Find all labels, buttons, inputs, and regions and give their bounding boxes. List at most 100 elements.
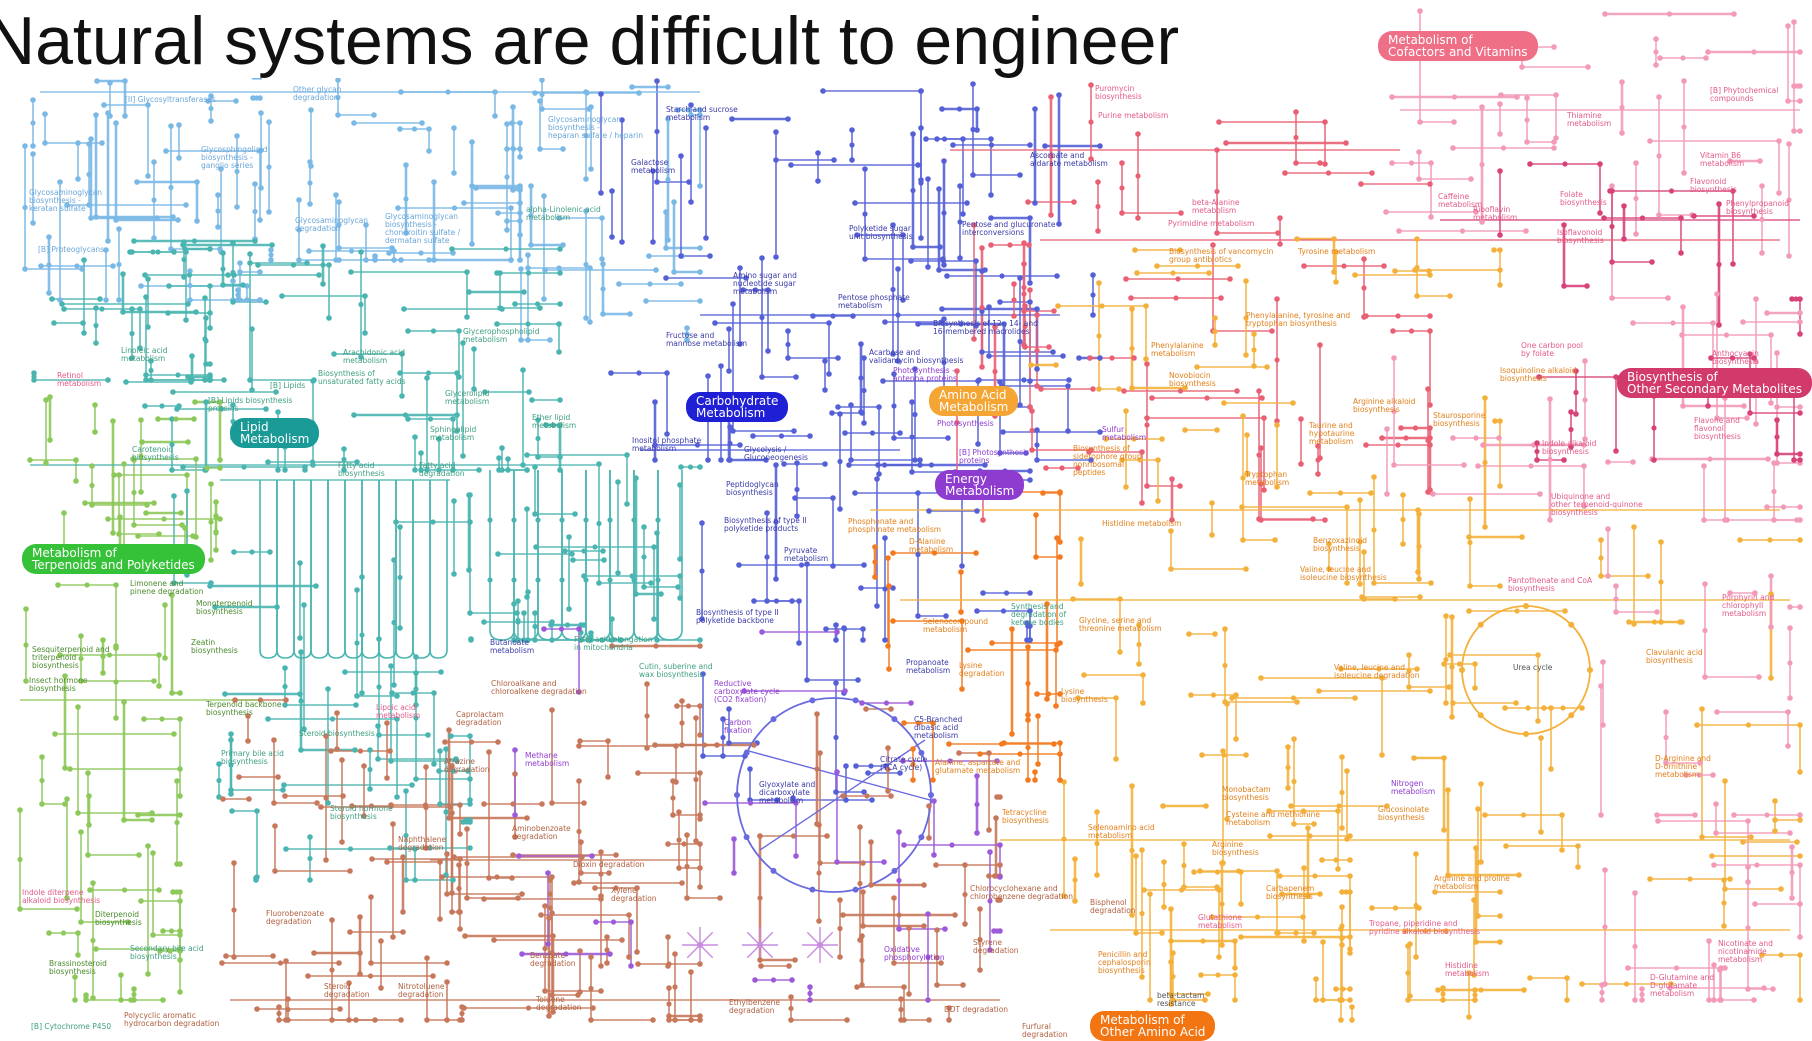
metabolite-node[interactable] xyxy=(1711,862,1717,868)
metabolite-node[interactable] xyxy=(269,242,275,248)
metabolite-node[interactable] xyxy=(654,179,660,185)
metabolite-node[interactable] xyxy=(1021,291,1027,297)
metabolite-node[interactable] xyxy=(940,258,947,264)
metabolite-node[interactable] xyxy=(1088,156,1094,162)
metabolite-node[interactable] xyxy=(1797,319,1803,325)
metabolite-node[interactable] xyxy=(1144,422,1150,428)
metabolite-node[interactable] xyxy=(412,877,418,883)
pathway-label[interactable]: D-Glutamine and D-glutamate metabolism xyxy=(1650,973,1715,998)
metabolite-node[interactable] xyxy=(223,953,229,959)
metabolite-node[interactable] xyxy=(1311,930,1317,936)
metabolite-node[interactable] xyxy=(525,337,531,343)
metabolite-node[interactable] xyxy=(143,294,149,300)
metabolite-node[interactable] xyxy=(1307,490,1313,496)
metabolite-node[interactable] xyxy=(1072,877,1078,883)
metabolite-node[interactable] xyxy=(316,272,322,278)
metabolite-node[interactable] xyxy=(237,260,243,266)
metabolite-node[interactable] xyxy=(581,548,587,554)
metabolite-node[interactable] xyxy=(599,637,605,643)
metabolite-node[interactable] xyxy=(348,248,355,254)
metabolite-node[interactable] xyxy=(925,954,931,960)
metabolite-node[interactable] xyxy=(298,649,304,655)
metabolite-node[interactable] xyxy=(974,508,980,514)
metabolite-node[interactable] xyxy=(528,242,534,248)
metabolite-node[interactable] xyxy=(192,399,198,405)
metabolite-node[interactable] xyxy=(862,211,868,217)
metabolite-node[interactable] xyxy=(394,716,400,722)
pathway-label[interactable]: Pentose phosphate metabolism xyxy=(838,293,910,310)
metabolite-node[interactable] xyxy=(1277,215,1283,221)
metabolite-node[interactable] xyxy=(1300,808,1307,814)
metabolite-node[interactable] xyxy=(915,321,921,327)
metabolite-node[interactable] xyxy=(369,856,375,862)
metabolite-node[interactable] xyxy=(1212,315,1218,321)
metabolite-node[interactable] xyxy=(549,992,555,998)
metabolite-node[interactable] xyxy=(1430,491,1436,497)
pathway-label[interactable]: Inositol phosphate metabolism xyxy=(632,436,702,453)
metabolite-node[interactable] xyxy=(1722,886,1728,892)
metabolite-node[interactable] xyxy=(1626,619,1632,625)
metabolite-node[interactable] xyxy=(1143,303,1149,309)
metabolite-node[interactable] xyxy=(216,761,222,767)
metabolite-node[interactable] xyxy=(122,113,128,119)
metabolite-node[interactable] xyxy=(1443,613,1449,619)
metabolite-node[interactable] xyxy=(1528,463,1534,469)
metabolite-node[interactable] xyxy=(846,462,852,468)
metabolite-node[interactable] xyxy=(1768,591,1774,597)
metabolite-node[interactable] xyxy=(837,458,843,465)
metabolite-node[interactable] xyxy=(351,120,357,126)
metabolite-node[interactable] xyxy=(275,774,281,780)
metabolite-node[interactable] xyxy=(1137,457,1143,463)
metabolite-node[interactable] xyxy=(207,377,213,383)
metabolite-node[interactable] xyxy=(1168,528,1174,534)
pathway-label[interactable]: Indole alkaloid biosynthesis xyxy=(1542,439,1597,456)
metabolite-node[interactable] xyxy=(1759,216,1765,223)
metabolite-node[interactable] xyxy=(151,500,157,506)
metabolite-node[interactable] xyxy=(1609,188,1615,194)
metabolite-node[interactable] xyxy=(770,977,777,983)
metabolite-node[interactable] xyxy=(1613,596,1619,602)
metabolite-node[interactable] xyxy=(469,241,475,247)
metabolite-node[interactable] xyxy=(395,205,401,211)
metabolite-node[interactable] xyxy=(215,192,221,198)
metabolite-node[interactable] xyxy=(1632,997,1638,1003)
metabolite-node[interactable] xyxy=(1259,395,1265,401)
metabolite-node[interactable] xyxy=(1290,695,1297,701)
metabolite-node[interactable] xyxy=(1475,806,1481,812)
metabolite-node[interactable] xyxy=(486,875,492,881)
metabolite-node[interactable] xyxy=(1768,332,1774,338)
metabolite-node[interactable] xyxy=(570,557,576,563)
metabolite-node[interactable] xyxy=(697,1017,703,1023)
metabolite-node[interactable] xyxy=(1416,149,1422,155)
metabolite-node[interactable] xyxy=(52,731,58,737)
metabolite-node[interactable] xyxy=(257,217,263,223)
metabolite-node[interactable] xyxy=(512,834,518,840)
metabolite-node[interactable] xyxy=(816,822,822,828)
metabolite-node[interactable] xyxy=(1371,474,1377,480)
metabolite-node[interactable] xyxy=(549,707,555,713)
metabolite-node[interactable] xyxy=(1633,195,1639,202)
metabolite-node[interactable] xyxy=(830,563,836,569)
metabolite-node[interactable] xyxy=(1395,313,1401,319)
metabolite-node[interactable] xyxy=(1797,451,1803,457)
metabolite-node[interactable] xyxy=(988,215,994,221)
metabolite-node[interactable] xyxy=(834,859,840,865)
metabolite-node[interactable] xyxy=(995,794,1002,800)
metabolite-node[interactable] xyxy=(816,918,822,924)
metabolite-node[interactable] xyxy=(307,855,313,862)
metabolite-node[interactable] xyxy=(22,266,28,272)
pathway-label[interactable]: Glycosaminoglycan biosynthesis - chondro… xyxy=(385,212,461,245)
metabolite-node[interactable] xyxy=(1757,158,1763,164)
metabolite-node[interactable] xyxy=(372,255,378,261)
metabolite-node[interactable] xyxy=(117,514,123,520)
metabolite-node[interactable] xyxy=(1339,923,1345,929)
metabolite-node[interactable] xyxy=(177,928,183,934)
metabolite-node[interactable] xyxy=(510,145,516,152)
pathway-label[interactable]: Benzoxazinoid biosynthesis xyxy=(1313,536,1368,553)
metabolite-node[interactable] xyxy=(650,239,656,245)
metabolite-node[interactable] xyxy=(532,623,538,630)
metabolite-node[interactable] xyxy=(1139,500,1145,506)
metabolite-node[interactable] xyxy=(1536,374,1542,380)
metabolite-node[interactable] xyxy=(524,467,530,473)
metabolite-node[interactable] xyxy=(609,637,615,643)
